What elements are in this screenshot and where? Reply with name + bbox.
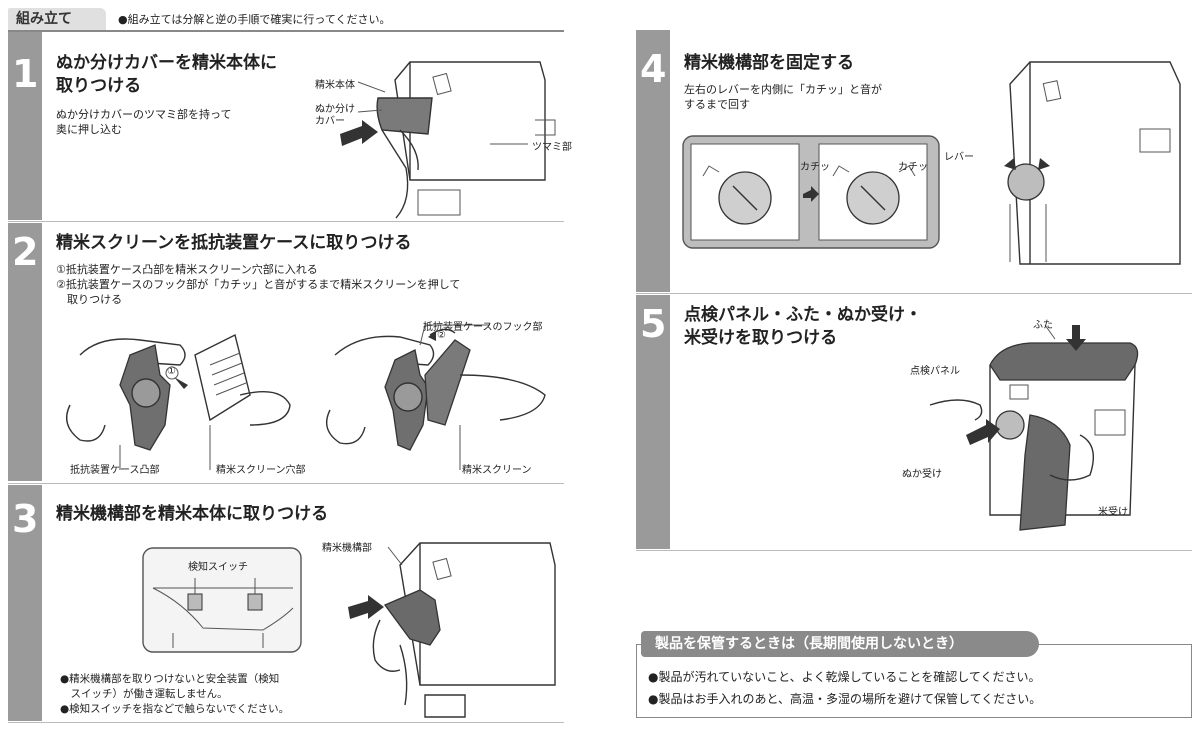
step4-lever-inset: [682, 135, 940, 249]
step4-label-lever: レバー: [944, 152, 974, 163]
step5-illustration: [929, 324, 1139, 531]
step4-number: 4: [640, 47, 667, 91]
step3-label-switch: 検知スイッチ: [188, 562, 248, 573]
step2-divider: [8, 483, 564, 484]
step5-title-2: 米受けを取りつける: [684, 328, 838, 348]
step2-title: 精米スクリーンを抵抗装置ケースに取りつける: [56, 233, 412, 253]
step3-note-3: ●検知スイッチを指などで触らないでください。: [60, 703, 290, 715]
step3-divider: [8, 722, 564, 723]
step5-label-lid: ふた: [1033, 320, 1053, 331]
step3-bar: [8, 485, 42, 721]
step4-label-click-right: カチッ: [898, 162, 928, 173]
step2-mark-2: ②: [437, 330, 446, 341]
step2-number: 2: [12, 230, 39, 274]
section-tab: 組み立て: [8, 8, 106, 30]
step4-divider: [636, 293, 1192, 294]
step2-label-convex: 抵抗装置ケース凸部: [70, 465, 160, 476]
storage-heading: 製品を保管するときは（長期間使用しないとき）: [641, 631, 1039, 657]
step1-body-2: 奥に押し込む: [56, 123, 122, 136]
step1-label-cover-1: ぬか分け: [315, 104, 355, 115]
header-rule: [8, 30, 564, 32]
storage-item-1: ●製品が汚れていないこと、よく乾燥していることを確認してください。: [648, 670, 1041, 684]
step5-label-rice: 米受け: [1098, 507, 1128, 518]
step3-number: 3: [12, 497, 39, 541]
header-note: ●組み立ては分解と逆の手順で確実に行ってください。: [118, 13, 391, 26]
step2-body-2: ②抵抗装置ケースのフック部が「カチッ」と音がするまで精米スクリーンを押して: [56, 278, 461, 291]
step1-label-knob: ツマミ部: [532, 142, 572, 153]
step5-divider: [636, 550, 1192, 551]
step2-label-hole: 精米スクリーン穴部: [216, 465, 306, 476]
step3-label-mechanism: 精米機構部: [322, 543, 372, 554]
step2-bar: [8, 223, 42, 481]
step1-bar: [8, 32, 42, 220]
step2-body-3: 取りつける: [56, 293, 123, 306]
step2-illustration-left: [66, 333, 291, 470]
step2-mark-1: ①: [167, 366, 176, 377]
step4-bar: [636, 30, 670, 292]
step4-illustration: [1004, 61, 1181, 265]
step1-body-1: ぬか分けカバーのツマミ部を持って: [56, 108, 232, 121]
step4-title: 精米機構部を固定する: [684, 53, 854, 73]
step4-label-click-left: カチッ: [800, 162, 830, 173]
step2-label-screen: 精米スクリーン: [462, 465, 532, 476]
step3-title: 精米機構部を精米本体に取りつける: [56, 504, 329, 524]
step1-illustration: [340, 61, 556, 219]
step2-label-hook: 抵抗装置ケースのフック部: [423, 322, 543, 333]
step5-number: 5: [640, 302, 667, 346]
step1-title-2: 取りつける: [56, 76, 142, 96]
step1-label-cover-2: カバー: [315, 116, 345, 127]
step5-label-panel: 点検パネル: [910, 366, 960, 377]
storage-item-2: ●製品はお手入れのあと、高温・多湿の場所を避けて保管してください。: [648, 692, 1042, 706]
step1-label-main-body: 精米本体: [315, 80, 355, 91]
step3-note-1: ●精米機構部を取りつけないと安全装置（検知: [60, 673, 280, 685]
step1-title-1: ぬか分けカバーを精米本体に: [56, 53, 277, 73]
step2-body-1: ①抵抗装置ケース凸部を精米スクリーン穴部に入れる: [56, 263, 318, 276]
step1-number: 1: [12, 52, 39, 96]
step3-illustration: [348, 542, 556, 718]
step4-body-1: 左右のレバーを内側に「カチッ」と音が: [684, 83, 882, 96]
step4-body-2: するまで回す: [684, 98, 750, 111]
step3-note-2: スイッチ）が働き運転しません。: [60, 688, 228, 700]
step5-title-1: 点検パネル・ふた・ぬか受け・: [684, 305, 922, 325]
step1-divider: [8, 221, 564, 222]
step3-switch-inset: [142, 547, 302, 653]
step5-bar: [636, 295, 670, 549]
step5-label-bran: ぬか受け: [902, 469, 942, 480]
step2-illustration-right: [326, 324, 546, 470]
